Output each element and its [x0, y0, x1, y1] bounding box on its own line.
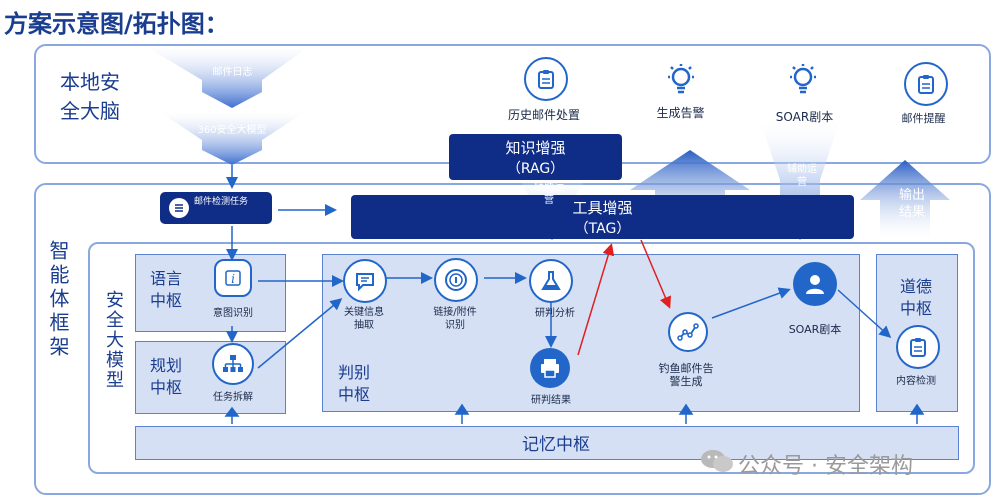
tag-sub: （TAG）	[574, 221, 631, 237]
clipboard-icon-2	[904, 62, 948, 106]
intent-label: 意图识别	[213, 308, 253, 319]
rag-title: 知识增强	[505, 139, 566, 157]
planning-hub-box	[135, 341, 286, 414]
top-panel-label: 本地安全大脑	[60, 70, 120, 123]
rag-box: 知识增强 （RAG）	[449, 134, 622, 180]
list-icon	[169, 198, 189, 218]
assist-ops-right: 辅助运营	[787, 164, 817, 188]
language-hub-box	[135, 254, 286, 332]
bulb-icon-2	[786, 62, 820, 100]
clipboard-icon-3	[896, 325, 940, 369]
task-chip-label: 邮件检测任务	[194, 197, 249, 207]
tag-title: 工具增强	[572, 199, 633, 217]
funnel-log-text: 邮件日志	[212, 67, 253, 78]
arrow-alert-soar	[711, 287, 791, 319]
framework-label: 智能体框架	[46, 240, 70, 360]
rag-sub: （RAG）	[506, 161, 565, 177]
task-split-label: 任务拆解	[213, 392, 253, 403]
up-arrow-output	[860, 160, 950, 240]
task-chip: 邮件检测任务	[160, 192, 272, 224]
svg-text:i: i	[231, 272, 235, 286]
model-label: 安全大模型	[103, 290, 124, 390]
analysis-label: 研判分析	[535, 308, 575, 319]
arrow-task-keyinfo	[257, 298, 343, 369]
model-funnel	[160, 112, 305, 165]
alert-label: 生成告警	[656, 106, 705, 120]
red-arrow-tag-alert	[640, 239, 672, 309]
phishing-alert-label: 钓鱼邮件告警生成	[658, 362, 714, 388]
wechat-icon	[700, 448, 734, 478]
page-title: 方案示意图/拓扑图：	[4, 10, 229, 38]
memory-hub-label: 记忆中枢	[522, 435, 590, 455]
memory-arrows	[224, 403, 925, 424]
info-icon: i	[214, 259, 252, 297]
link-info-icon	[434, 258, 478, 302]
content-check-label: 内容检测	[896, 376, 936, 387]
funnel-model-text: 360安全大模型	[197, 125, 267, 136]
network-icon	[668, 312, 708, 352]
flask-icon	[529, 259, 573, 303]
soar-top-label: SOAR剧本	[775, 110, 834, 124]
history-label: 历史邮件处置	[507, 108, 580, 122]
hierarchy-icon	[212, 343, 254, 385]
chat-icon	[343, 259, 387, 303]
planning-hub-label: 规划中枢	[150, 356, 183, 397]
memory-hub-box	[135, 426, 959, 460]
user-icon	[793, 262, 837, 306]
arrow-soar-ethics	[837, 289, 892, 339]
red-arrow-result-tag	[577, 243, 615, 356]
output-result: 输出结果	[898, 188, 925, 220]
tag-box: 工具增强 （TAG）	[351, 195, 854, 239]
soar-label: SOAR剧本	[788, 323, 842, 336]
ethics-hub-label: 道德中枢	[899, 277, 932, 318]
key-info-label: 关键信息抽取	[344, 307, 384, 331]
clipboard-icon	[524, 57, 568, 101]
mail-remind-label: 邮件提醒	[901, 112, 946, 125]
result-label: 研判结果	[531, 395, 571, 406]
language-hub-label: 语言中枢	[150, 269, 183, 310]
judge-hub-box	[322, 254, 860, 412]
bulb-icon	[664, 62, 698, 100]
judge-hub-label: 判别中枢	[338, 363, 371, 404]
watermark: 公众号 · 安全架构	[738, 454, 913, 479]
log-funnel	[145, 46, 310, 108]
links-label: 链接/附件识别	[433, 307, 477, 331]
printer-icon	[530, 348, 570, 388]
assist-ops-left: 辅助运营	[534, 182, 564, 206]
